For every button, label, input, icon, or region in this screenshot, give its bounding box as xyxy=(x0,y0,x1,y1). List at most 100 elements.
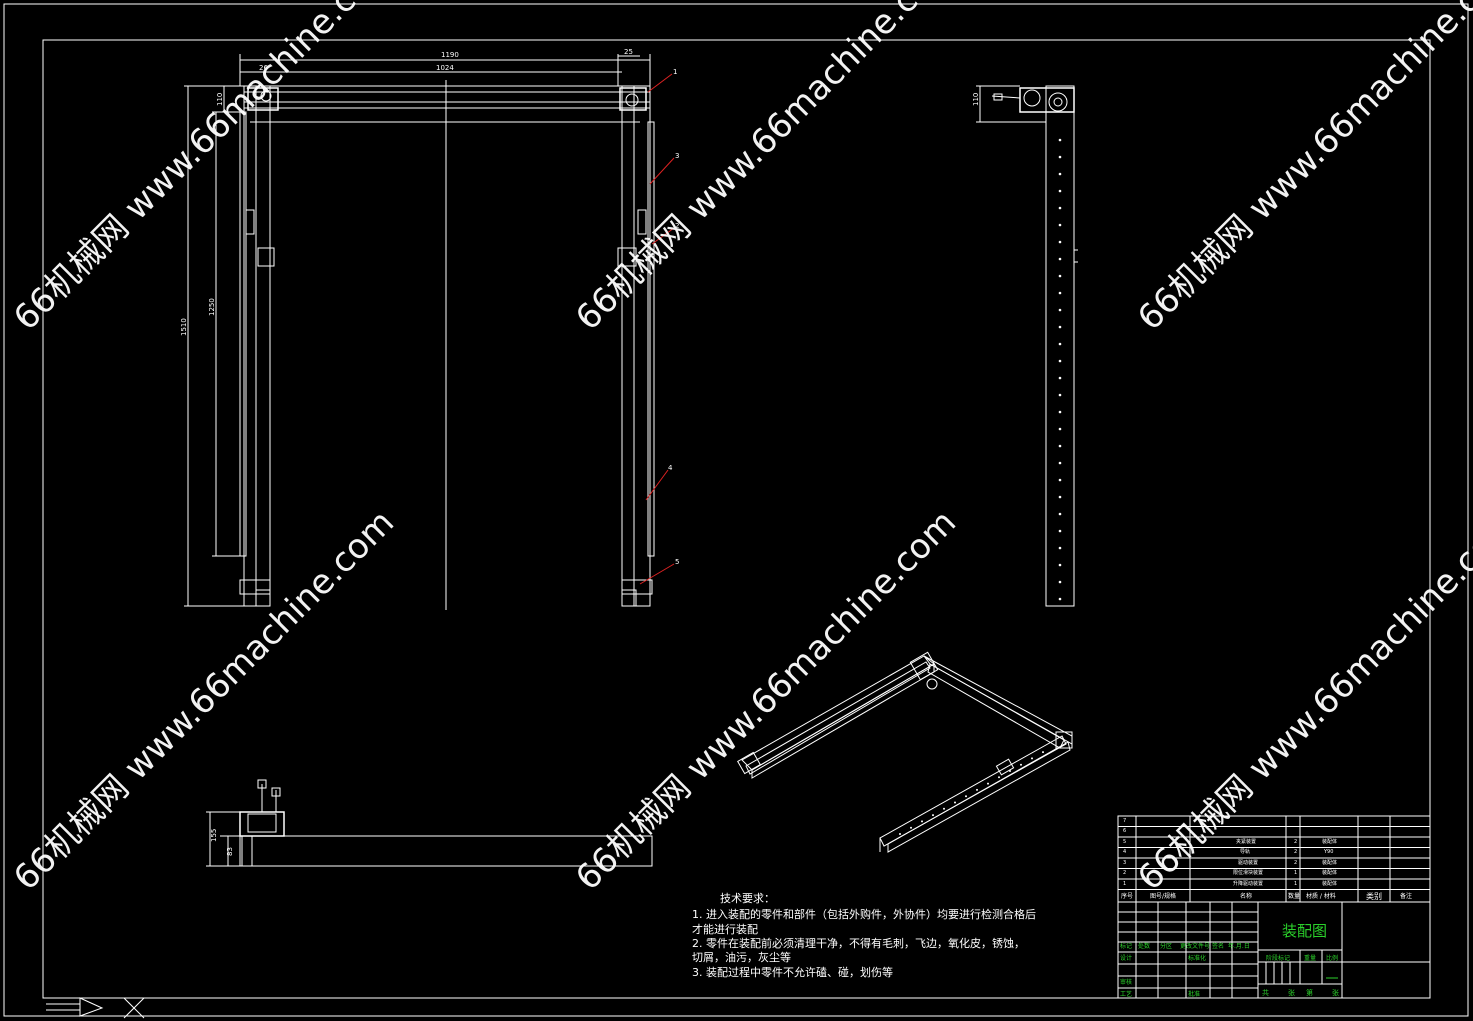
orientation-marks xyxy=(46,997,145,1019)
watermark-3: 66机械网 www.66machine.com xyxy=(1130,0,1473,338)
bom-row-2-name: 限位滑块装置 xyxy=(1233,869,1263,876)
watermark-1: 66机械网 www.66machine.com xyxy=(6,0,402,338)
side-hole xyxy=(1058,308,1062,312)
watermark-4: 66机械网 www.66machine.com xyxy=(6,502,402,898)
bom-row-1-mat: 装配体 xyxy=(1322,880,1337,887)
tech-req-line-2b: 切屑，油污，灰尘等 xyxy=(692,950,791,964)
bom-header-name: 名称 xyxy=(1240,892,1252,900)
tb-sheet2: 张 xyxy=(1332,988,1339,997)
side-hole xyxy=(1058,172,1062,176)
tech-req-title: 技术要求： xyxy=(720,892,775,905)
side-hole xyxy=(1058,580,1062,584)
iso-hole xyxy=(910,826,912,829)
tb-sign: 签名 xyxy=(1212,942,1224,950)
bom-row-4-mat: Y90 xyxy=(1323,849,1333,855)
dim-height-inner: 1250 xyxy=(208,298,216,316)
tb-mark: 标记 xyxy=(1120,942,1132,950)
tech-req-line-1: 1. 进入装配的零件和部件（包括外购件，外协件）均要进行检测合格后 xyxy=(692,907,1036,921)
dim-height-overall: 1510 xyxy=(180,318,188,336)
iso-hole xyxy=(965,795,967,798)
side-hole xyxy=(1058,410,1062,414)
bom-row-1-qty: 1 xyxy=(1294,881,1297,887)
iso-hole xyxy=(1042,751,1044,754)
bom-row-7-no: 7 xyxy=(1123,818,1126,824)
bom-row-4-name: 导轨 xyxy=(1240,848,1250,855)
tb-designer: 设计 xyxy=(1120,954,1132,962)
watermark-6: 66机械网 www.66machine.com xyxy=(1130,502,1473,898)
dim-side-head-height: 110 xyxy=(972,93,980,106)
tb-checker: 审核 xyxy=(1120,978,1132,986)
side-hole xyxy=(1058,342,1062,346)
iso-hole-dots xyxy=(899,751,1044,835)
side-hole xyxy=(1058,461,1062,465)
side-hole xyxy=(1058,325,1062,329)
balloon-2: 2 xyxy=(675,222,679,230)
bom-header-code: 图号/规格 xyxy=(1150,892,1176,900)
dim-overall-width: 1190 xyxy=(441,51,459,59)
side-hole xyxy=(1058,444,1062,448)
balloon-5: 5 xyxy=(675,558,679,566)
bottom-view: 155 83 xyxy=(206,779,653,867)
title-block: 装配图 标记 处数 分区 更改文件号 签名 年.月.日 设计 标准化 审核 工艺… xyxy=(1117,901,1431,999)
technical-requirements: 技术要求： 1. 进入装配的零件和部件（包括外购件，外协件）均要进行检测合格后 … xyxy=(692,892,1036,979)
bom-row-3-name: 驱动装置 xyxy=(1238,859,1258,866)
iso-hole xyxy=(899,833,901,835)
side-hole xyxy=(1058,376,1062,380)
side-hole xyxy=(1058,546,1062,550)
bom-row-2-no: 2 xyxy=(1123,870,1126,876)
side-hole xyxy=(1058,393,1062,397)
sheet-outer-border xyxy=(3,3,1469,1017)
tb-count: 处数 xyxy=(1138,942,1150,950)
tb-process: 工艺 xyxy=(1120,990,1132,998)
side-hole xyxy=(1058,138,1062,142)
balloon-4: 4 xyxy=(668,464,673,472)
dim-bottom-inner: 83 xyxy=(226,847,234,856)
dim-inner-width: 1024 xyxy=(436,64,454,72)
tb-scale: 比例 xyxy=(1326,954,1338,962)
bom-row-4-no: 4 xyxy=(1123,849,1126,855)
watermarks: 66机械网 www.66machine.com 66机械网 www.66mach… xyxy=(6,0,1473,898)
bom-row-3-qty: 2 xyxy=(1294,860,1297,866)
bom-header-qty: 数量 xyxy=(1288,892,1300,900)
bom-row-6-no: 6 xyxy=(1123,828,1126,834)
iso-hole xyxy=(921,820,923,823)
side-hole-dots xyxy=(1058,138,1062,601)
bom-header-cat: 类别 xyxy=(1366,891,1382,901)
front-view: 1190 1024 25 26 1510 1250 110 1 3 2 4 5 xyxy=(180,48,679,610)
side-hole xyxy=(1058,512,1062,516)
balloon-3: 3 xyxy=(675,152,679,160)
bom-row-5-name: 夹紧装置 xyxy=(1236,838,1256,845)
side-hole xyxy=(1058,206,1062,210)
iso-hole xyxy=(943,807,945,810)
tb-change-doc: 更改文件号 xyxy=(1180,942,1210,950)
side-hole xyxy=(1058,189,1062,193)
side-hole xyxy=(1058,240,1062,244)
bom-header-note: 备注 xyxy=(1400,892,1412,900)
isometric-view xyxy=(737,651,1073,853)
side-view: 110 xyxy=(972,85,1078,607)
tb-sheets: 张 xyxy=(1288,988,1295,997)
iso-hole xyxy=(998,776,1000,779)
bom-row-5-mat: 装配体 xyxy=(1322,838,1337,845)
side-hole xyxy=(1058,563,1062,567)
iso-hole xyxy=(1009,770,1011,772)
bom-row-1-no: 1 xyxy=(1123,881,1126,887)
tb-sheet: 第 xyxy=(1306,988,1313,997)
balloon-1: 1 xyxy=(673,68,677,76)
tb-approve: 批准 xyxy=(1188,990,1200,998)
sheet-inner-border xyxy=(42,39,1431,999)
tb-date: 年.月.日 xyxy=(1228,942,1250,950)
bom-row-2-qty: 1 xyxy=(1294,870,1297,876)
side-hole xyxy=(1058,155,1062,159)
bom-table: 7 6 5 夹紧装置 2 装配体 4 导轨 2 Y90 3 驱动装置 2 装配体… xyxy=(1117,815,1431,903)
bom-row-3-no: 3 xyxy=(1123,860,1126,866)
tb-zone: 分区 xyxy=(1160,942,1172,950)
side-hole xyxy=(1058,597,1062,601)
side-hole xyxy=(1058,529,1062,533)
dim-bottom-height: 155 xyxy=(210,829,218,842)
tb-stage: 阶段标记 xyxy=(1266,954,1290,962)
tb-standard: 标准化 xyxy=(1188,954,1206,962)
bom-row-4-qty: 2 xyxy=(1294,849,1297,855)
bom-header-mat: 材质 / 材料 xyxy=(1306,892,1336,900)
